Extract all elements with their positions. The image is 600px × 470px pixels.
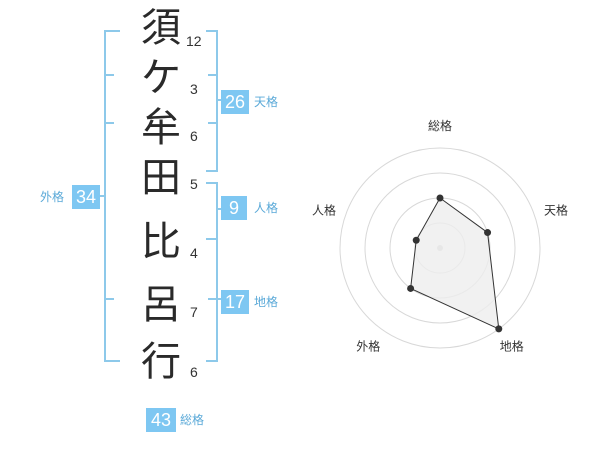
- stroke-count-4: 5: [190, 176, 198, 192]
- tenkaku-label: 天格: [254, 95, 279, 109]
- tenkaku-bracket-tick: [208, 74, 216, 76]
- gaikaku-bracket: [104, 30, 120, 362]
- jinkaku-bracket: [206, 182, 218, 240]
- radar-point-5: [412, 236, 420, 244]
- tenkaku-bracket: [206, 30, 218, 172]
- stroke-count-1: 12: [186, 33, 202, 49]
- name-char-6: 呂: [141, 282, 181, 328]
- radar-data-polygon: [410, 197, 500, 330]
- tenkaku-bracket-tick: [208, 122, 216, 124]
- radar-axis-label-3: 地格: [500, 339, 524, 354]
- gaikaku-label: 外格: [40, 190, 65, 204]
- radar-point-4: [407, 284, 415, 292]
- chikaku-bracket: [206, 238, 218, 362]
- jinkaku-value-badge: 9: [221, 196, 247, 220]
- radar-point-2: [484, 229, 492, 237]
- jinkaku-label: 人格: [254, 201, 279, 215]
- name-char-5: 比: [141, 219, 181, 265]
- gaikaku-bracket-connector: [96, 195, 104, 197]
- chikaku-bracket-connector: [216, 298, 224, 300]
- stroke-count-2: 3: [190, 81, 198, 97]
- radar-point-3: [495, 325, 503, 333]
- chikaku-bracket-tick: [208, 298, 216, 300]
- gaikaku-bracket-tick: [106, 298, 114, 300]
- radar-axis-label-5: 人格: [312, 202, 336, 217]
- gaikaku-bracket-tick: [106, 74, 114, 76]
- chikaku-value-badge: 17: [221, 290, 249, 314]
- tenkaku-value-badge: 26: [221, 90, 249, 114]
- gaikaku-bracket-tick: [106, 122, 114, 124]
- gaikaku-value-badge: 34: [72, 185, 100, 209]
- radar-ring: [339, 147, 541, 349]
- radar-axis-label-4: 外格: [356, 339, 380, 354]
- stroke-count-7: 6: [190, 364, 198, 380]
- radar-ring: [364, 172, 516, 324]
- name-char-3: 牟: [141, 105, 181, 151]
- name-char-7: 行: [141, 339, 181, 385]
- radar-axis-label-2: 天格: [544, 202, 568, 217]
- radar-point-1: [436, 194, 444, 202]
- jinkaku-bracket-connector: [216, 208, 224, 210]
- stroke-count-3: 6: [190, 128, 198, 144]
- tenkaku-bracket-connector: [216, 99, 224, 101]
- radar-axis-label-1: 総格: [428, 118, 452, 133]
- stroke-count-6: 7: [190, 304, 198, 320]
- chikaku-label: 地格: [254, 295, 279, 309]
- soukaku-value-badge: 43: [146, 408, 176, 432]
- name-char-1: 須: [141, 5, 181, 51]
- name-char-2: ケ: [141, 55, 181, 101]
- stroke-count-5: 4: [190, 245, 198, 261]
- name-char-4: 田: [141, 155, 181, 201]
- soukaku-label: 総格: [180, 413, 205, 427]
- radar-data-points: [407, 194, 503, 333]
